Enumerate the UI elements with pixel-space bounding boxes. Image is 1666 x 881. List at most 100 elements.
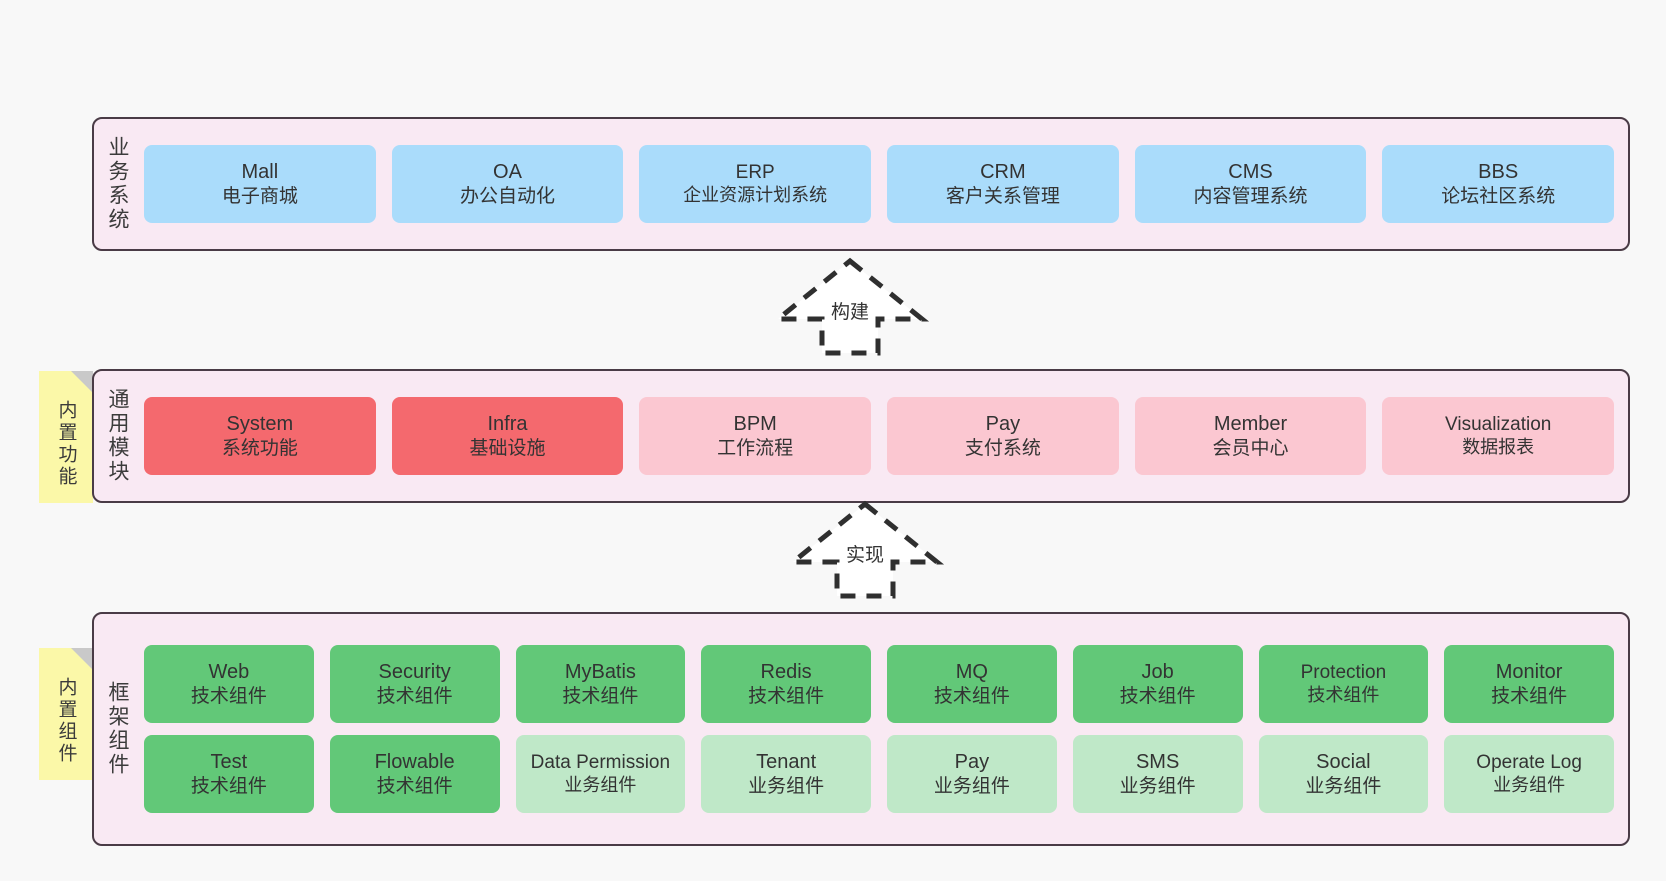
hollow-up-arrow-icon	[785, 500, 945, 599]
card-subtitle: 技术组件	[562, 685, 639, 707]
arrow-build: 构建	[770, 257, 930, 356]
note-builtin-function-label: 内置功能	[55, 400, 77, 488]
card-subtitle: 技术组件	[1119, 685, 1196, 707]
card-title: Visualization	[1445, 414, 1552, 436]
card-title: SMS	[1135, 751, 1180, 774]
card-title: BPM	[733, 413, 777, 436]
card-subtitle: 技术组件	[376, 685, 453, 707]
card-subtitle: 业务组件	[1493, 774, 1566, 795]
card-subtitle: 业务组件	[1305, 775, 1382, 797]
card-title: Data Permission	[530, 752, 671, 774]
card-title: CMS	[1228, 161, 1273, 184]
framework-card-social[interactable]: Social 业务组件	[1258, 735, 1429, 813]
framework-card-sms[interactable]: SMS 业务组件	[1072, 735, 1243, 813]
framework-card-monitor[interactable]: Monitor 技术组件	[1444, 645, 1614, 723]
card-title: Infra	[487, 413, 528, 436]
card-subtitle: 技术组件	[190, 775, 267, 797]
card-subtitle: 支付系统	[964, 437, 1041, 459]
framework-card-test[interactable]: Test 技术组件	[144, 735, 314, 813]
card-title: Member	[1213, 413, 1288, 436]
hollow-up-arrow-icon	[770, 257, 930, 356]
business-card-mall[interactable]: Mall 电子商城	[144, 145, 376, 223]
framework-card-data-permission[interactable]: Data Permission 业务组件	[515, 735, 686, 813]
framework-card-flowable[interactable]: Flowable 技术组件	[329, 735, 500, 813]
business-card-oa[interactable]: OA 办公自动化	[391, 145, 624, 223]
note-builtin-component-label: 内置组件	[55, 677, 77, 765]
note-builtin-function: 内置功能	[39, 371, 93, 503]
card-subtitle: 会员中心	[1212, 437, 1289, 459]
card-subtitle: 技术组件	[190, 685, 267, 707]
arrow-realize: 实现	[785, 500, 945, 599]
layer-business-system: 业务系统 Mall 电子商城 OA 办公自动化 ERP 企业资源计划系统 CRM…	[92, 117, 1630, 251]
card-title: Web	[208, 661, 250, 684]
module-card-bpm[interactable]: BPM 工作流程	[639, 397, 872, 475]
card-subtitle: 业务组件	[933, 775, 1010, 797]
framework-card-tenant[interactable]: Tenant 业务组件	[701, 735, 871, 813]
framework-card-mybatis[interactable]: MyBatis 技术组件	[515, 645, 686, 723]
business-card-bbs[interactable]: BBS 论坛社区系统	[1382, 145, 1615, 223]
card-title: Social	[1316, 751, 1371, 774]
card-title: BBS	[1478, 161, 1519, 184]
business-card-crm[interactable]: CRM 客户关系管理	[887, 145, 1119, 223]
framework-business-row: Test 技术组件 Flowable 技术组件 Data Permission …	[144, 735, 1614, 813]
framework-card-pay[interactable]: Pay 业务组件	[887, 735, 1057, 813]
layer-business-system-body: Mall 电子商城 OA 办公自动化 ERP 企业资源计划系统 CRM 客户关系…	[140, 119, 1628, 249]
card-title: Flowable	[374, 751, 455, 774]
card-subtitle: 技术组件	[1307, 684, 1380, 705]
module-card-pay[interactable]: Pay 支付系统	[887, 397, 1119, 475]
card-title: Security	[378, 661, 451, 684]
card-subtitle: 系统功能	[221, 437, 298, 459]
card-subtitle: 论坛社区系统	[1441, 185, 1556, 207]
framework-card-protection[interactable]: Protection 技术组件	[1258, 645, 1429, 723]
business-card-row: Mall 电子商城 OA 办公自动化 ERP 企业资源计划系统 CRM 客户关系…	[144, 145, 1615, 223]
card-title: Test	[210, 751, 248, 774]
framework-card-operate-log[interactable]: Operate Log 业务组件	[1444, 735, 1614, 813]
layer-framework-components: 框架组件 Web 技术组件 Security 技术组件 MyBatis 技术组件…	[92, 612, 1630, 846]
layer-business-system-title: 业务系统	[106, 136, 130, 232]
framework-card-security[interactable]: Security 技术组件	[329, 645, 500, 723]
card-title: Pay	[954, 751, 990, 774]
card-title: Mall	[241, 161, 279, 184]
card-title: ERP	[735, 162, 775, 184]
framework-card-mq[interactable]: MQ 技术组件	[887, 645, 1057, 723]
module-card-row: System 系统功能 Infra 基础设施 BPM 工作流程 Pay 支付系统…	[144, 397, 1615, 475]
module-card-infra[interactable]: Infra 基础设施	[391, 397, 624, 475]
layer-common-modules-body: System 系统功能 Infra 基础设施 BPM 工作流程 Pay 支付系统…	[140, 371, 1628, 501]
module-card-system[interactable]: System 系统功能	[144, 397, 376, 475]
card-title: Pay	[985, 413, 1021, 436]
card-subtitle: 业务组件	[1119, 775, 1196, 797]
card-title: CRM	[980, 161, 1026, 184]
layer-common-modules: 通用模块 System 系统功能 Infra 基础设施 BPM 工作流程 Pay…	[92, 369, 1630, 503]
card-title: Redis	[760, 661, 812, 684]
card-subtitle: 客户关系管理	[945, 185, 1060, 207]
card-subtitle: 企业资源计划系统	[683, 184, 828, 205]
framework-card-job[interactable]: Job 技术组件	[1072, 645, 1243, 723]
layer-framework-components-title: 框架组件	[106, 681, 130, 777]
card-subtitle: 业务组件	[748, 775, 825, 797]
card-subtitle: 技术组件	[933, 685, 1010, 707]
layer-framework-components-body: Web 技术组件 Security 技术组件 MyBatis 技术组件 Redi…	[140, 614, 1628, 844]
card-subtitle: 工作流程	[717, 437, 794, 459]
card-subtitle: 电子商城	[221, 185, 298, 207]
module-card-member[interactable]: Member 会员中心	[1134, 397, 1367, 475]
card-subtitle: 技术组件	[376, 775, 453, 797]
business-card-cms[interactable]: CMS 内容管理系统	[1134, 145, 1367, 223]
card-title: Tenant	[756, 751, 817, 774]
framework-card-web[interactable]: Web 技术组件	[144, 645, 314, 723]
business-card-erp[interactable]: ERP 企业资源计划系统	[639, 145, 872, 223]
note-fold-corner-icon	[71, 371, 93, 393]
card-title: MyBatis	[564, 661, 636, 684]
card-subtitle: 技术组件	[1491, 685, 1568, 707]
framework-card-redis[interactable]: Redis 技术组件	[701, 645, 871, 723]
card-title: Operate Log	[1476, 752, 1582, 774]
card-title: Monitor	[1495, 661, 1563, 684]
card-subtitle: 基础设施	[469, 437, 546, 459]
note-builtin-component: 内置组件	[39, 648, 93, 780]
card-subtitle: 内容管理系统	[1193, 185, 1308, 207]
card-subtitle: 办公自动化	[460, 185, 556, 207]
module-card-visualization[interactable]: Visualization 数据报表	[1382, 397, 1615, 475]
card-subtitle: 技术组件	[748, 685, 825, 707]
card-title: Job	[1141, 661, 1174, 684]
card-title: OA	[493, 161, 522, 184]
card-subtitle: 数据报表	[1462, 436, 1535, 457]
